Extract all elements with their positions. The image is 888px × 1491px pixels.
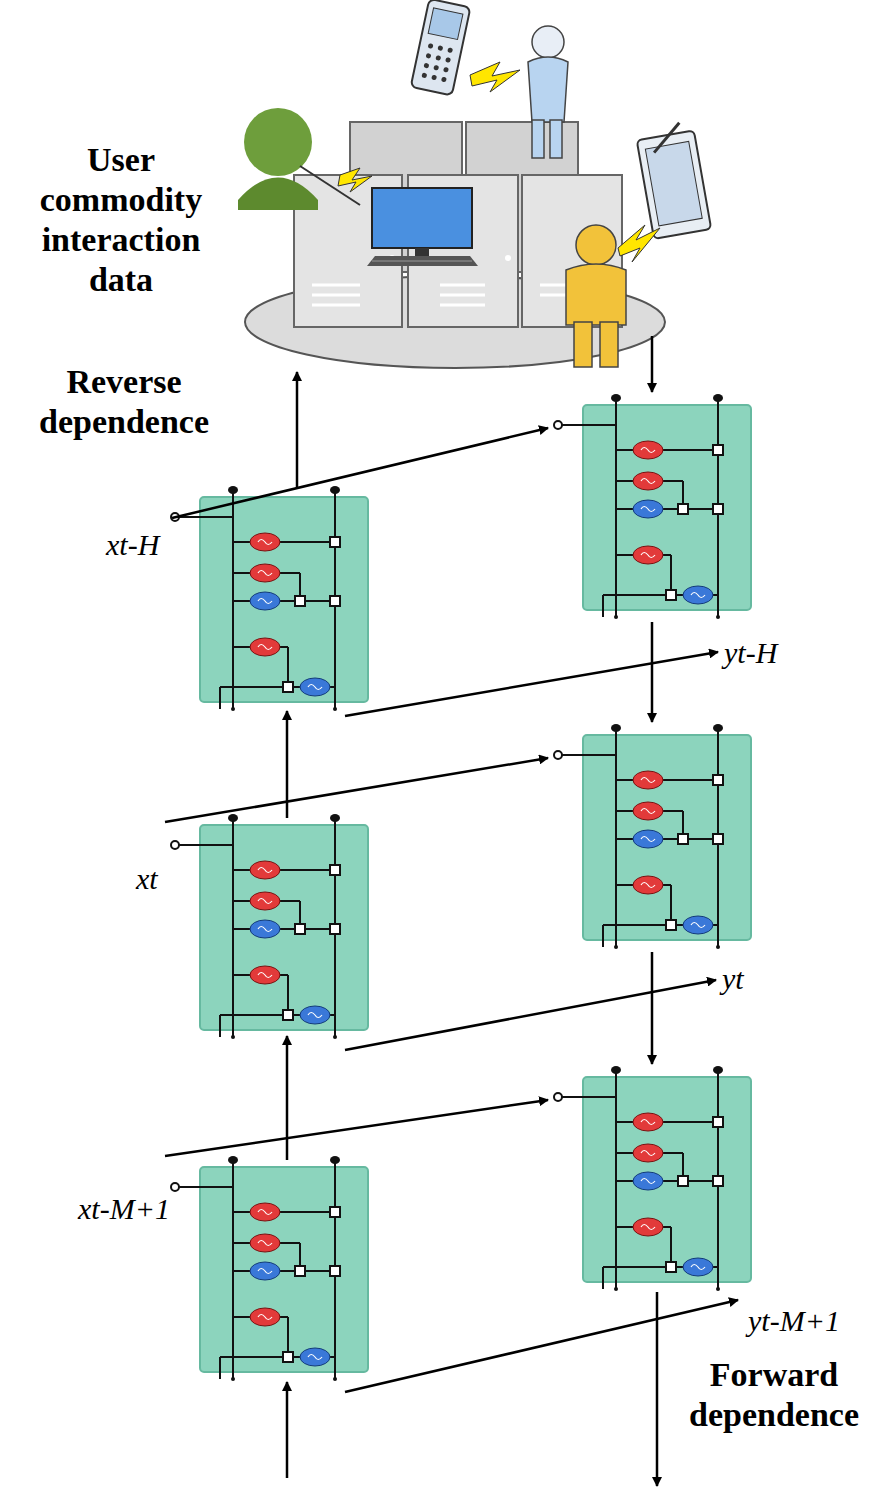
heading-label: Reverse dependence xyxy=(8,362,240,442)
variable-label: yt xyxy=(720,962,746,996)
variable-label: xt-H xyxy=(104,528,161,562)
variable-label: xt-M+1 xyxy=(76,1192,172,1226)
heading-label: User commodity interaction data xyxy=(6,140,236,300)
variable-label: xt xyxy=(134,862,160,896)
heading-label: Forward dependence xyxy=(664,1355,884,1435)
variable-label: yt-M+1 xyxy=(746,1304,842,1338)
variable-label: yt-H xyxy=(722,636,779,670)
